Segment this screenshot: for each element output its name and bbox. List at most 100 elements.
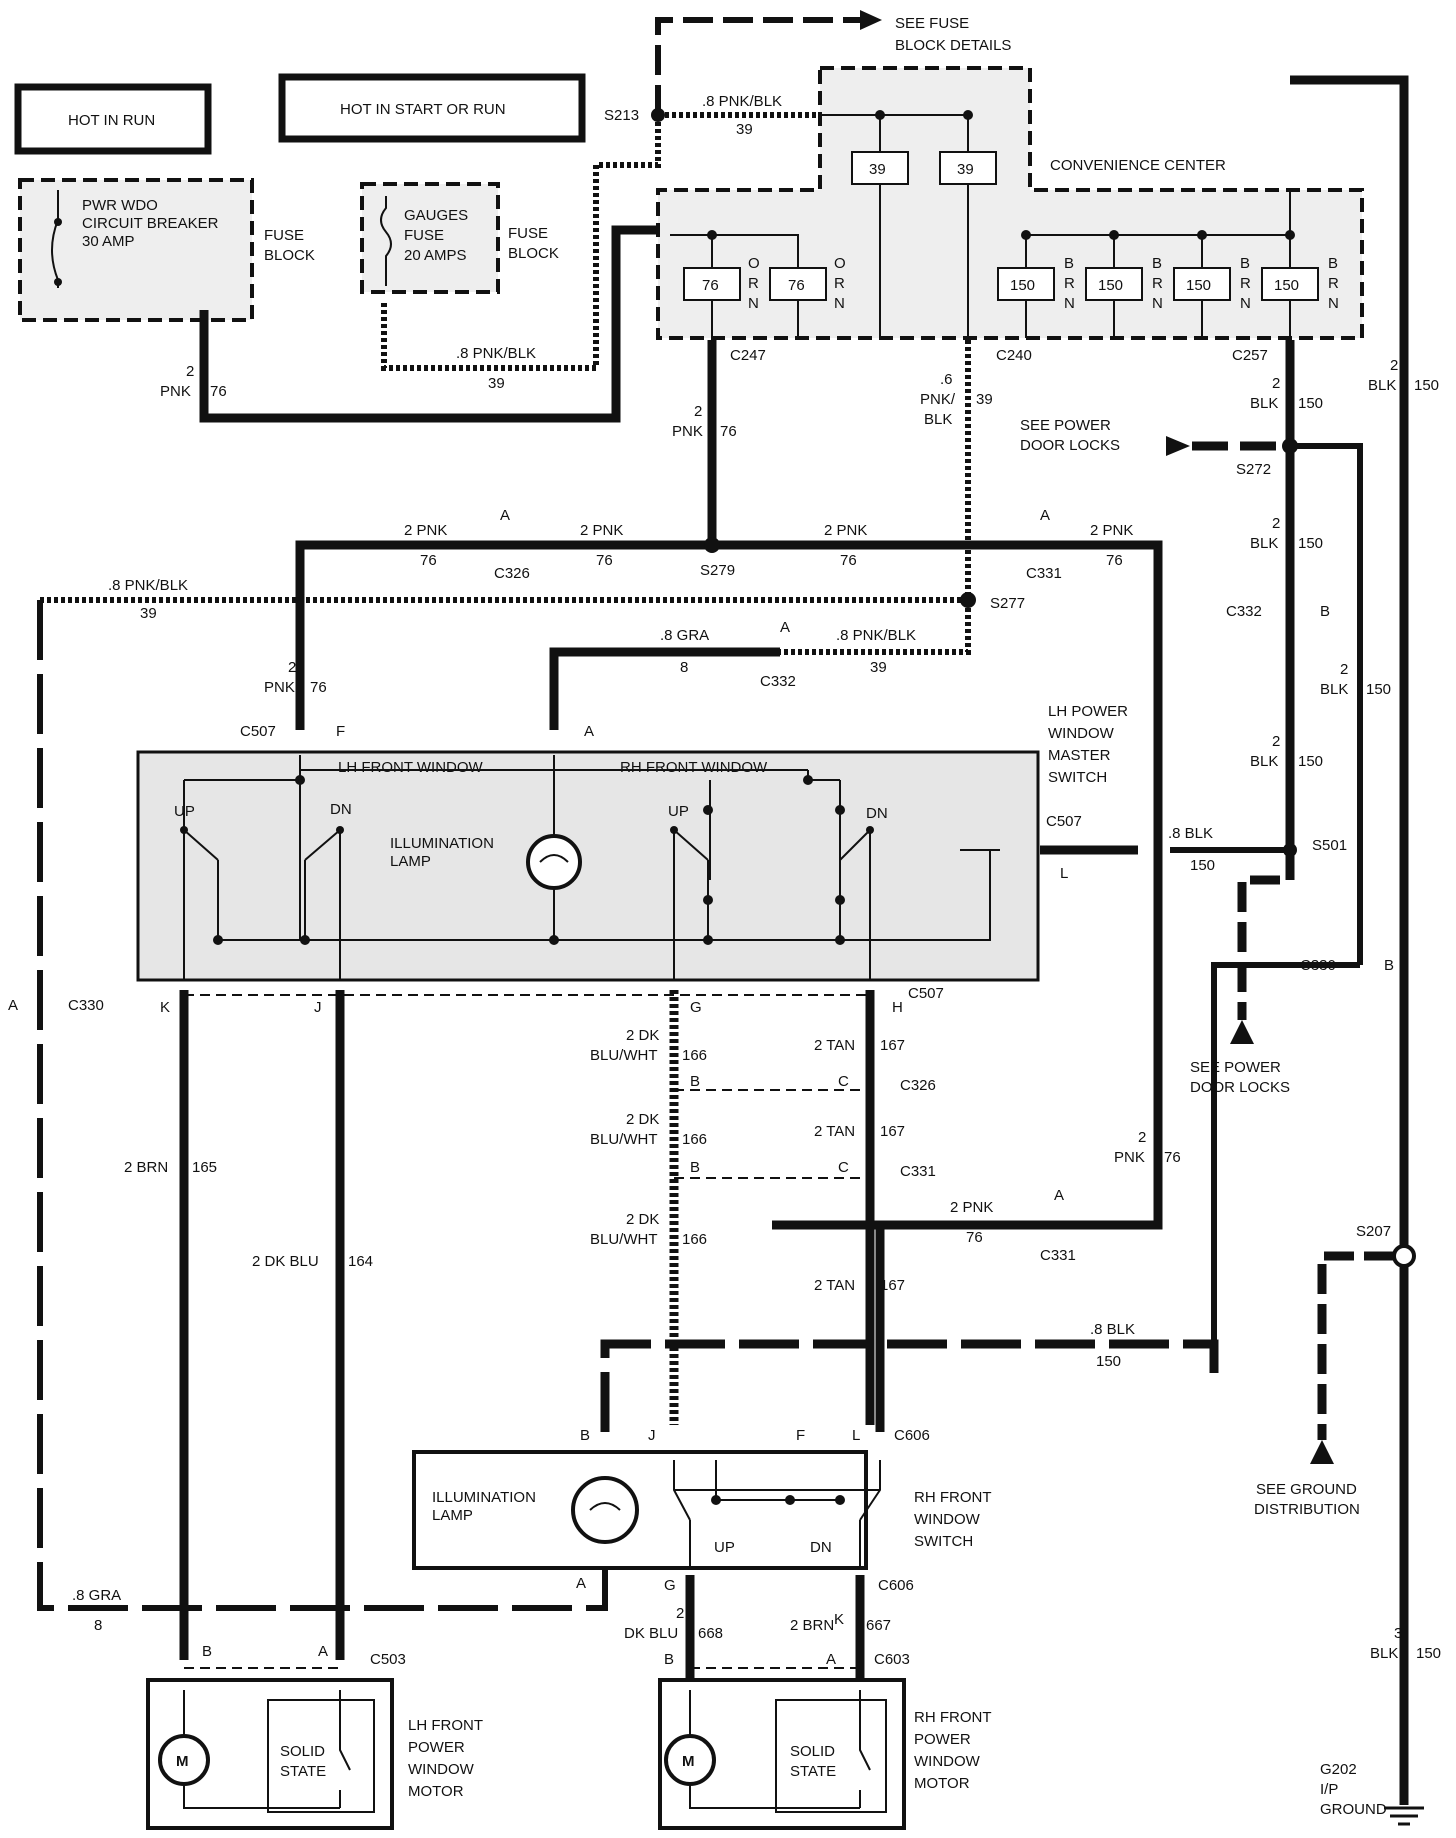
- lh-solid-label-2: STATE: [280, 1763, 326, 1780]
- lh-solid-label-1: SOLID: [280, 1743, 325, 1760]
- wl-2-668: 2: [676, 1605, 684, 1622]
- brn-r3: R: [1240, 275, 1251, 292]
- wl-150-side: 150: [1366, 681, 1391, 698]
- wl-blk-c240: BLK: [924, 411, 952, 428]
- orn-n: N: [748, 295, 759, 312]
- wl-blk-ground-b: BLK: [1370, 1645, 1398, 1662]
- wl-bluwht-3: BLU/WHT: [590, 1231, 658, 1248]
- wl-2pnk-e: 2 PNK: [950, 1199, 993, 1216]
- brn-b3: B: [1240, 255, 1250, 272]
- blk-150-long-wire: [600, 1339, 1219, 1432]
- wl-2pnk-b: 2 PNK: [580, 522, 623, 539]
- wl-76-c247: 76: [720, 423, 737, 440]
- arrow-icon: [860, 10, 882, 30]
- wl-150-s501: 150: [1298, 753, 1323, 770]
- arrow-up-icon-2: [1310, 1440, 1334, 1464]
- see-power-label-4: DOOR LOCKS: [1190, 1079, 1290, 1096]
- brn-n4: N: [1328, 295, 1339, 312]
- wl-blk-c257: BLK: [1250, 395, 1278, 412]
- lh-motor-icon: [158, 1734, 210, 1786]
- wl-pnk-c507: PNK: [264, 679, 295, 696]
- fuse-icon: [380, 196, 392, 286]
- gauges-fuse-block: [360, 182, 500, 294]
- c507-label-l: C507: [1046, 813, 1082, 830]
- gra-8-wire: [37, 600, 608, 1611]
- rh-illumination-lamp-icon: [571, 1476, 639, 1544]
- brn-n2: N: [1152, 295, 1163, 312]
- fuse-block-label-a2: BLOCK: [264, 247, 315, 264]
- wl-164: 164: [348, 1253, 373, 1270]
- lh-motor-label-2: POWER: [408, 1739, 465, 1756]
- gauges-label-1: GAUGES: [404, 207, 468, 224]
- s277-label: S277: [990, 595, 1025, 612]
- svg-text:150: 150: [1010, 277, 1035, 294]
- pin-k-c606: K: [834, 1611, 844, 1628]
- rh-solid-state-box: [775, 1699, 887, 1813]
- ground-main-wire: [1290, 75, 1409, 1805]
- fuse-block-label-b1: FUSE: [508, 225, 548, 242]
- svg-text:39: 39: [957, 161, 974, 178]
- wire-label-pnkblk-gauges: .8 PNK/BLK: [456, 345, 536, 362]
- wl-167-1: 167: [880, 1037, 905, 1054]
- c331-label-lower: C331: [1040, 1247, 1076, 1264]
- c507-label-bottom: C507: [908, 985, 944, 1002]
- fuse-block-label-b2: BLOCK: [508, 245, 559, 262]
- pin-a-c503: A: [318, 1643, 328, 1660]
- wire-label-2: 2: [186, 363, 194, 380]
- hot-in-start-or-run-label: HOT IN START OR RUN: [340, 101, 506, 118]
- hot-in-run-label: HOT IN RUN: [68, 112, 155, 129]
- wl-150-long: 150: [1096, 1353, 1121, 1370]
- c606-label-bottom: C606: [878, 1577, 914, 1594]
- see-power-label-3: SEE POWER: [1190, 1059, 1281, 1076]
- pin-b-c332r: B: [1320, 603, 1330, 620]
- rh-front-window-label: RH FRONT WINDOW: [620, 759, 768, 776]
- rh-motor-internal: [689, 1690, 871, 1809]
- rh-motor-m: M: [682, 1753, 695, 1770]
- pnk-76-bus-wire: [295, 540, 1163, 1432]
- blk-150-right-link: [1211, 962, 1360, 1344]
- s277-splice: [960, 592, 976, 608]
- pin-a-c603: A: [826, 1651, 836, 1668]
- lh-motor-label-1: LH FRONT: [408, 1717, 483, 1734]
- svg-text:76: 76: [702, 277, 719, 294]
- lh-motor-label-3: WINDOW: [408, 1761, 475, 1778]
- wl-150-c257: 150: [1298, 395, 1323, 412]
- pin-a-illum: A: [584, 723, 594, 740]
- relay-39-b: 39: [939, 151, 997, 185]
- lh-solid-state-box: [267, 1699, 375, 1813]
- pin-a-c326: A: [500, 507, 510, 524]
- gauges-label-2: FUSE: [404, 227, 444, 244]
- lh-master-switch-box: [136, 750, 1040, 982]
- see-fuse-wire: [655, 17, 860, 115]
- orn-r: R: [748, 275, 759, 292]
- orn-o: O: [748, 255, 760, 272]
- wl-dkblu-668: DK BLU: [624, 1625, 678, 1642]
- rh-solid-label-2: STATE: [790, 1763, 836, 1780]
- pin-b-c503: B: [202, 1643, 212, 1660]
- pwr-wdo-label-2: CIRCUIT BREAKER: [82, 215, 219, 232]
- rh-motor-label-4: MOTOR: [914, 1775, 970, 1792]
- wl-2-ground: 2: [1390, 357, 1398, 374]
- wl-pnkblk-left: .8 PNK/BLK: [108, 577, 188, 594]
- wl-2-c331r: 2: [1138, 1129, 1146, 1146]
- wl-76-b: 76: [596, 552, 613, 569]
- relay-150-d: 150: [1261, 267, 1319, 301]
- pin-a-rh-illum: A: [576, 1575, 586, 1592]
- rh-switch-label-3: SWITCH: [914, 1533, 973, 1550]
- lh-motor-m: M: [176, 1753, 189, 1770]
- wl-150-s272: 150: [1298, 535, 1323, 552]
- wl-blk8-long: .8 BLK: [1090, 1321, 1135, 1338]
- hot-in-run-box: [14, 83, 212, 155]
- illumination-lamp-icon: [526, 834, 582, 890]
- lh-master-label-4: SWITCH: [1048, 769, 1107, 786]
- s279-splice: [704, 537, 720, 553]
- ground-icon: [1384, 1806, 1424, 1826]
- wl-dkblu: 2 DK BLU: [252, 1253, 319, 1270]
- c247-label: C247: [730, 347, 766, 364]
- wire-label-pnkblk-top: .8 PNK/BLK: [702, 93, 782, 110]
- brn-b1: B: [1064, 255, 1074, 272]
- g202-label-3: GROUND: [1320, 1801, 1387, 1818]
- wl-76-c: 76: [840, 552, 857, 569]
- svg-text:39: 39: [869, 161, 886, 178]
